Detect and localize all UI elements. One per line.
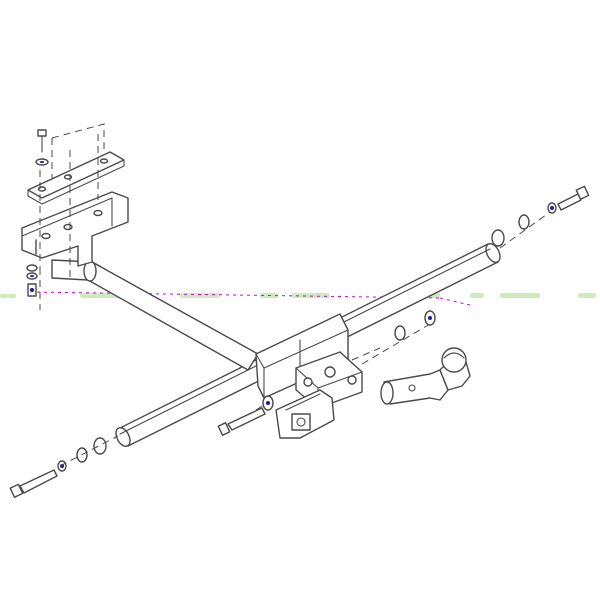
- left-top-plate: [27, 151, 125, 205]
- left-top-bolt: [35, 129, 49, 166]
- left-dashed-guides: [39, 123, 105, 310]
- tow-ball: [439, 347, 471, 391]
- alignment-guide: [29, 291, 471, 306]
- left-mounting-bracket: [21, 191, 129, 267]
- left-bottom-nuts: [26, 264, 38, 297]
- center-bolt: [217, 395, 274, 436]
- tow-ball-neck: [380, 369, 449, 405]
- center-side-plate: [275, 389, 335, 439]
- right-end-bolt: [491, 185, 590, 249]
- left-side-arm: [51, 259, 259, 371]
- left-end-bolt: [9, 435, 119, 498]
- center-right-washers: [394, 310, 436, 341]
